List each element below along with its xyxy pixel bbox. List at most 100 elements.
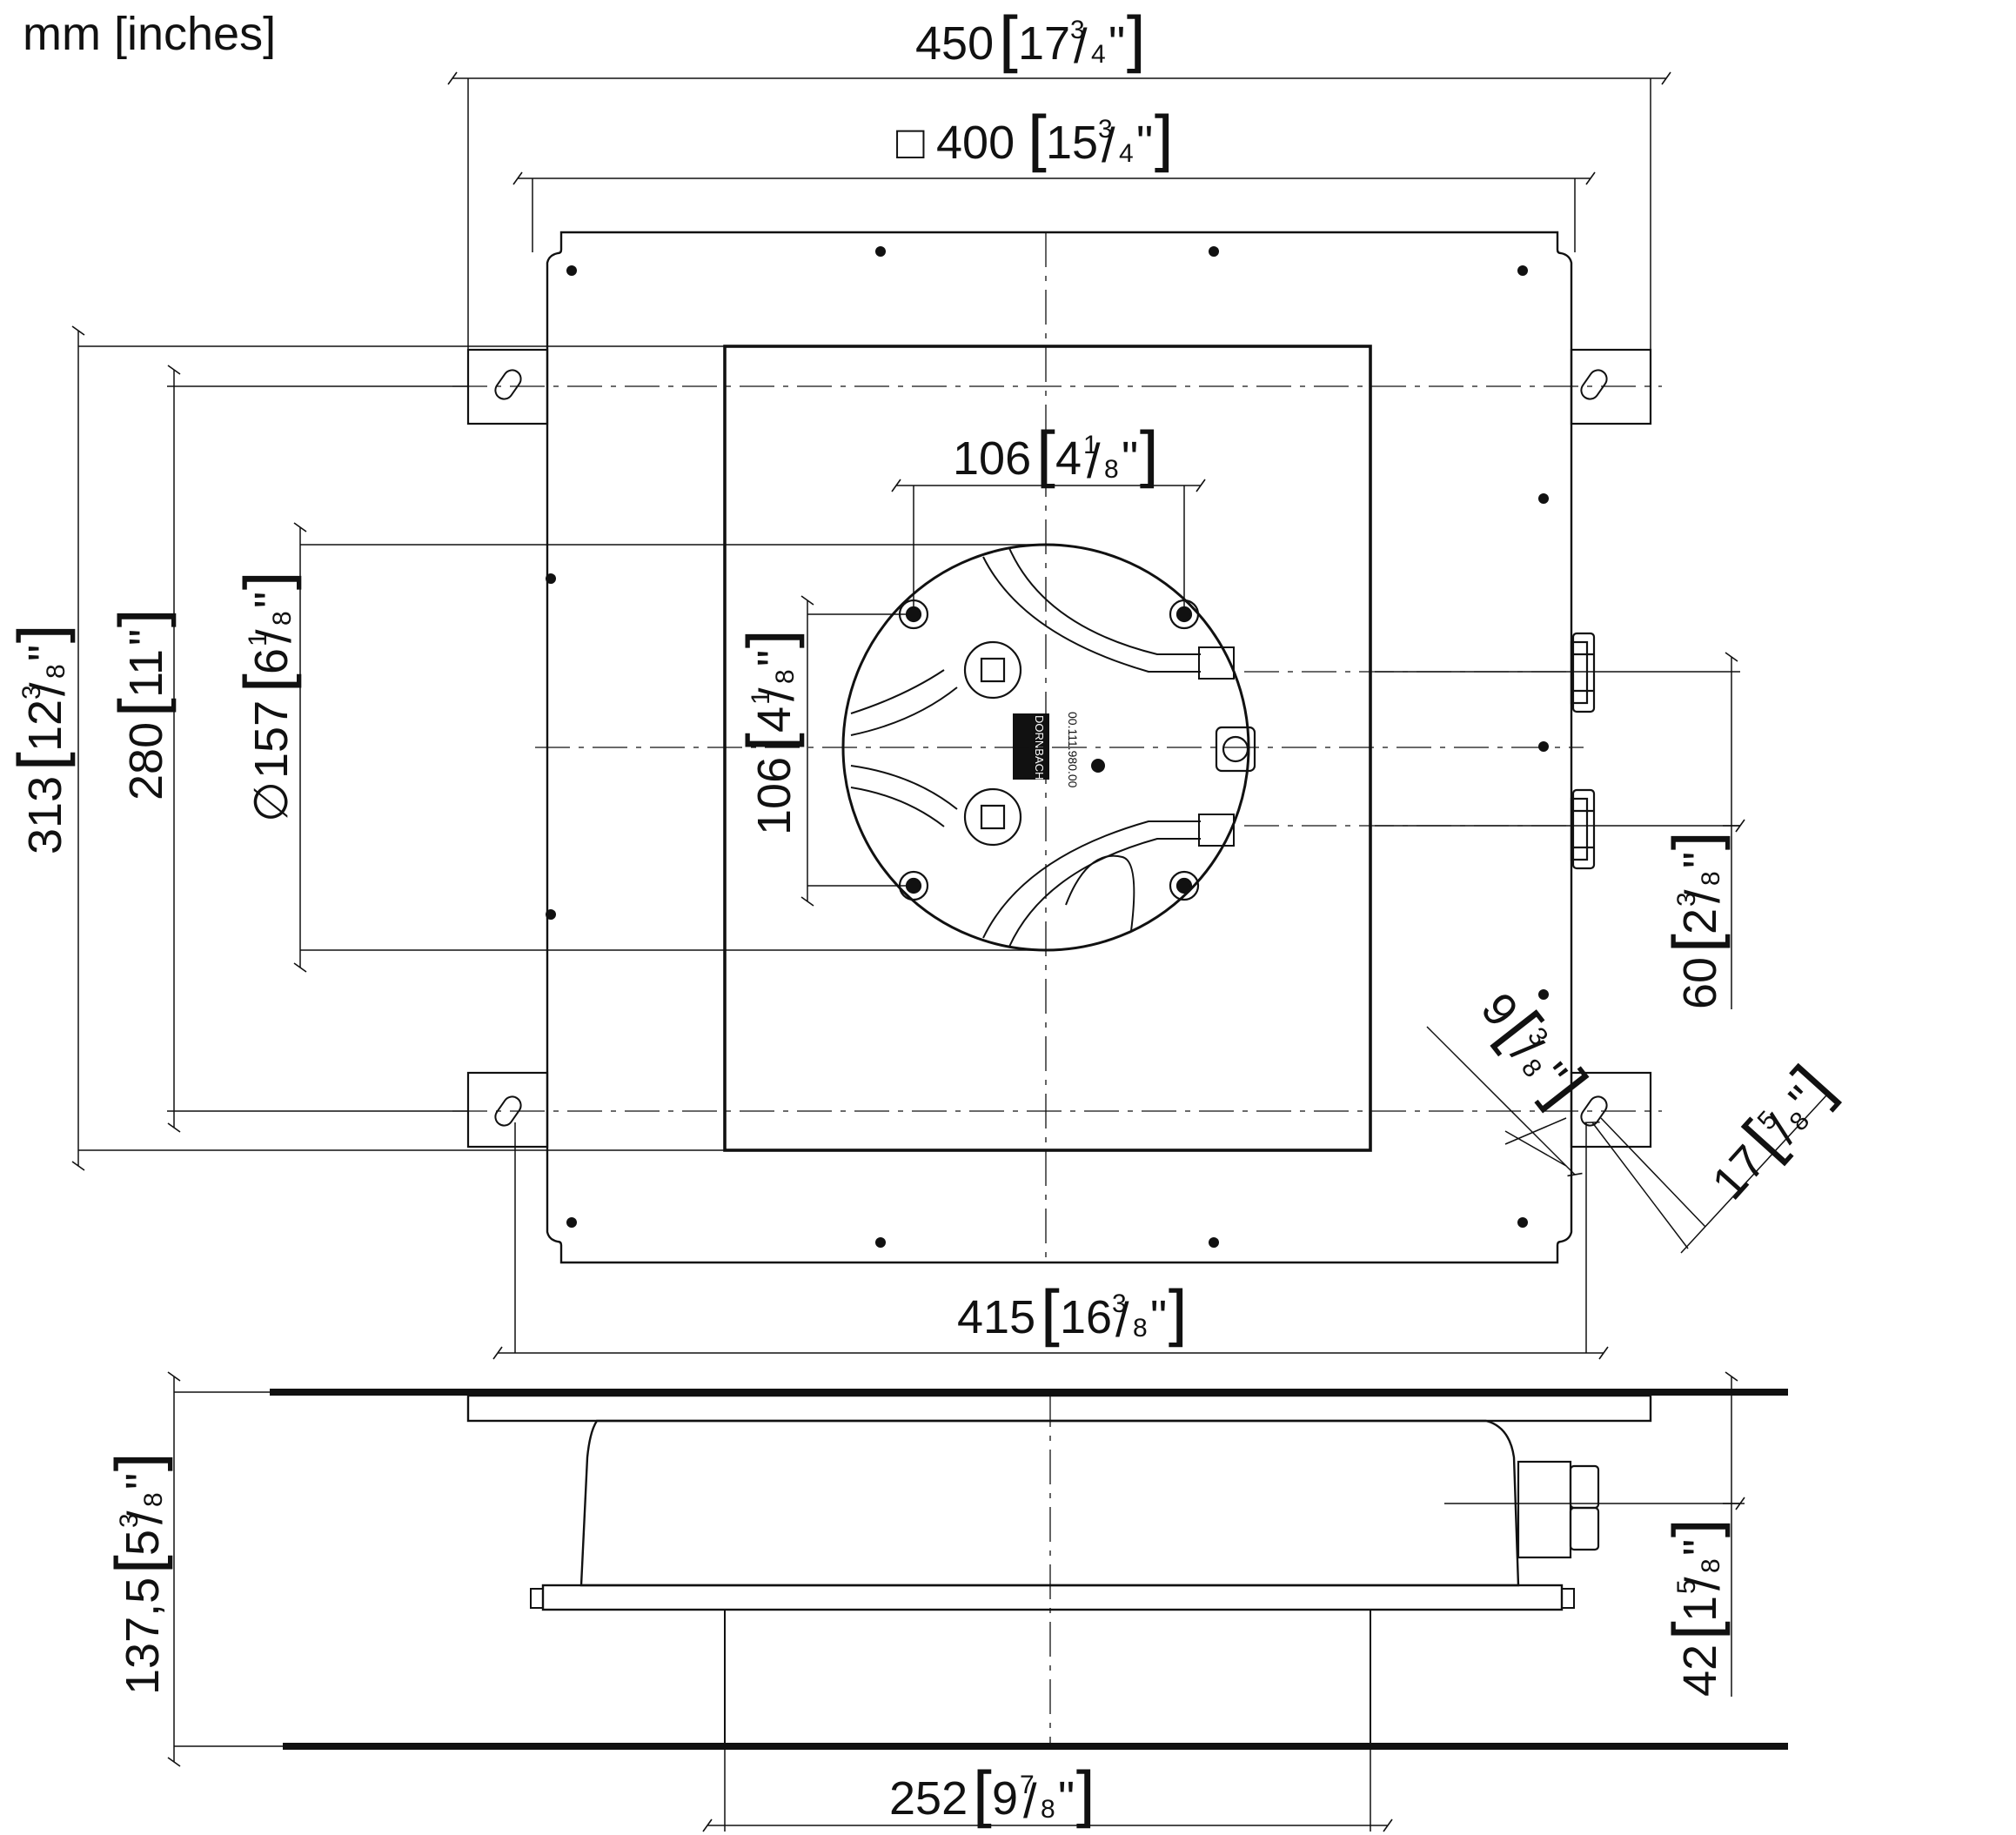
housing-box — [723, 345, 1372, 1152]
svg-text:9: 9 — [992, 1772, 1018, 1825]
svg-text:157: 157 — [245, 700, 298, 779]
svg-text:[: [ — [1659, 1615, 1737, 1641]
svg-text:6: 6 — [245, 648, 298, 674]
svg-text:1: 1 — [1674, 1596, 1726, 1622]
svg-text:8: 8 — [1041, 1795, 1055, 1824]
svg-text:[: [ — [231, 667, 308, 693]
svg-text:[: [ — [105, 692, 183, 718]
svg-text:]: ] — [4, 623, 82, 649]
svg-text:": " — [1122, 432, 1138, 485]
dim-450: 450 [ 17 3 / 4 " ] — [915, 3, 1147, 80]
svg-text:12: 12 — [19, 700, 71, 752]
svg-text:8: 8 — [139, 1492, 168, 1507]
svg-text:4: 4 — [1091, 40, 1106, 69]
dim-60: 60 [ 2 3 / 8 " ] — [1659, 830, 1737, 1009]
svg-text:": " — [245, 592, 298, 608]
svg-text:[: [ — [733, 727, 811, 753]
svg-text:": " — [1674, 1539, 1726, 1556]
svg-text:[: [ — [1040, 1276, 1066, 1354]
svg-text:/: / — [20, 682, 75, 696]
svg-text:15: 15 — [1046, 117, 1098, 169]
svg-text:3: 3 — [1112, 1289, 1127, 1318]
svg-text:8: 8 — [268, 611, 297, 626]
svg-text:8: 8 — [1104, 455, 1119, 484]
svg-text:106: 106 — [748, 757, 800, 835]
svg-text:[: [ — [1027, 102, 1053, 179]
svg-text:]: ] — [102, 1451, 179, 1477]
svg-text:]: ] — [1149, 102, 1175, 179]
side-view — [270, 1389, 1788, 1750]
svg-text:1: 1 — [244, 632, 272, 646]
brand-label — [1013, 713, 1049, 780]
svg-text:]: ] — [733, 628, 811, 654]
housing-side — [579, 1419, 1520, 1587]
mounting-plate — [546, 231, 1573, 1264]
svg-text:": " — [1058, 1772, 1075, 1825]
svg-text:252: 252 — [889, 1772, 968, 1825]
valve-body: DORNBACHT 00.111.980.00 — [841, 543, 1256, 952]
svg-text:1: 1 — [1083, 431, 1098, 459]
svg-text:2: 2 — [1674, 908, 1726, 934]
label-code: 00.111.980.00 — [1066, 712, 1080, 788]
svg-text:/: / — [749, 687, 804, 701]
svg-text:4: 4 — [1055, 432, 1082, 485]
svg-text:450: 450 — [915, 17, 994, 70]
svg-text:3: 3 — [1672, 892, 1701, 907]
svg-text:": " — [19, 645, 71, 661]
svg-text:/: / — [246, 629, 301, 643]
svg-text:17: 17 — [1018, 17, 1070, 70]
dim-313: 313 [ 12 3 / 8 " ] — [4, 623, 82, 854]
svg-text:": " — [1674, 852, 1726, 868]
dim-137-5: 137,5 [ 5 3 / 8 " ] — [102, 1451, 179, 1695]
lug-slot — [1580, 369, 1608, 400]
lug-slot — [1580, 1095, 1608, 1127]
svg-text:4: 4 — [748, 707, 800, 733]
svg-text:137,5: 137,5 — [117, 1577, 169, 1695]
svg-text:7: 7 — [1020, 1771, 1035, 1799]
svg-text:4: 4 — [1119, 139, 1134, 168]
lug-slot — [494, 1095, 522, 1127]
dim-252: 252 [ 9 7 / 8 " ] — [889, 1758, 1096, 1835]
svg-text:/: / — [1023, 1773, 1037, 1828]
svg-text:8: 8 — [1697, 871, 1725, 886]
svg-text:42: 42 — [1674, 1644, 1726, 1697]
svg-text:3: 3 — [115, 1513, 144, 1528]
svg-text:3: 3 — [1070, 16, 1085, 44]
dim-diameter-157: ∅ 157 [ 6 1 / 8 " ] — [231, 570, 308, 822]
svg-text:]: ] — [1659, 830, 1737, 856]
svg-text:[: [ — [1659, 928, 1737, 954]
svg-text:": " — [1108, 17, 1125, 70]
svg-text:": " — [748, 650, 800, 666]
svg-text:[: [ — [1035, 418, 1062, 495]
svg-text:5: 5 — [1672, 1579, 1701, 1594]
connector-lower — [1570, 788, 1596, 870]
svg-text:]: ] — [1659, 1517, 1737, 1544]
svg-text:8: 8 — [1697, 1558, 1725, 1573]
connector-upper — [1570, 632, 1596, 713]
svg-text:": " — [120, 629, 172, 646]
svg-text:5: 5 — [117, 1530, 169, 1556]
svg-text:106: 106 — [953, 432, 1031, 485]
svg-text:": " — [1150, 1291, 1167, 1343]
dim-106-horizontal: 106 [ 4 1 / 8 " ] — [953, 418, 1160, 495]
svg-text:]: ] — [231, 570, 308, 596]
svg-text:[: [ — [102, 1549, 179, 1575]
svg-text:280: 280 — [120, 722, 172, 800]
dim-42: 42 [ 1 5 / 8 " ] — [1659, 1517, 1737, 1697]
svg-text:]: ] — [105, 607, 183, 633]
dim-slot-9: 9 [ 3 / 8 " ] — [1471, 983, 1602, 1122]
svg-text:16: 16 — [1060, 1291, 1112, 1343]
svg-text:3: 3 — [1098, 115, 1113, 144]
svg-text:/: / — [1087, 433, 1101, 488]
svg-text:415: 415 — [957, 1291, 1035, 1343]
svg-text:60: 60 — [1674, 957, 1726, 1009]
svg-text:1: 1 — [747, 690, 775, 705]
svg-text:/: / — [1675, 889, 1730, 903]
dim-106-vertical: 106 [ 4 1 / 8 " ] — [733, 628, 811, 835]
dim-415: 415 [ 16 3 / 8 " ] — [957, 1276, 1189, 1354]
svg-text:/: / — [1102, 117, 1115, 172]
svg-text:/: / — [1115, 1292, 1129, 1347]
svg-text:[: [ — [998, 3, 1024, 80]
svg-text:[: [ — [4, 746, 82, 772]
dim-square-400: □ 400 [ 15 3 / 4 " ] — [896, 102, 1175, 179]
